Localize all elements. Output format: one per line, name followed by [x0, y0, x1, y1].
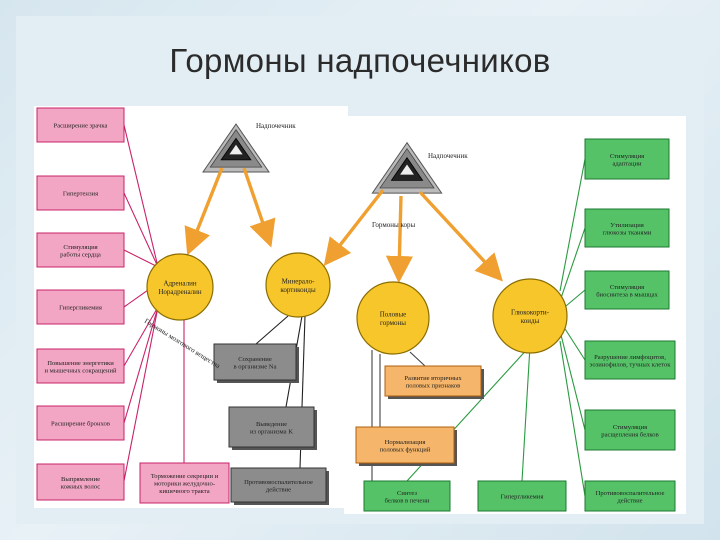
connector-line [559, 330, 586, 431]
box-label: Расширение зрачка [54, 123, 108, 130]
pink-box: Расширение зрачка [36, 107, 125, 143]
arrow [184, 167, 224, 256]
adrenal-gland-right-illustration [371, 141, 443, 194]
connector-line [521, 345, 531, 482]
green-box: Разрушение лимфоцитов,эозинофилов, тучны… [584, 340, 676, 380]
adrenal-gland-left-illustration [202, 123, 270, 173]
medulla-hormones-label: Гормоны мозгового вещества [143, 317, 222, 371]
connector-line [123, 192, 159, 268]
connector-line [123, 249, 159, 268]
connector-line [559, 227, 586, 302]
arrow [323, 188, 385, 267]
box-label: Расширение бронхов [51, 421, 110, 428]
box-label: Разрушение лимфоцитов,эозинофилов, тучны… [590, 354, 672, 369]
gland-label-right: Надпочечник [428, 152, 468, 160]
connector-line [123, 124, 159, 268]
glucocorticoids-circle: Глюкокорти-коиды [492, 278, 568, 354]
green-box: Гипергликемия [477, 480, 567, 512]
circle-label: Глюкокорти-коиды [511, 308, 550, 325]
box-label: Гипергликемия [501, 494, 544, 501]
pink-box: Расширение бронхов [36, 405, 125, 441]
arrow [418, 190, 503, 282]
arrow [385, 195, 414, 284]
pink-box: Гипергликемия [36, 289, 125, 325]
box-label: Гипертензия [63, 191, 98, 198]
connector-line [559, 340, 586, 497]
arrow [242, 167, 276, 248]
pink-box: Гипертензия [36, 175, 125, 211]
circle-label: Минерало-кортикоиды [280, 277, 316, 294]
connector-line [123, 306, 159, 367]
slide-title: Гормоны надпочечников [169, 42, 551, 79]
box-label: Гипергликемия [59, 305, 102, 312]
gland-label-left: Надпочечник [256, 122, 296, 130]
connector-line [559, 158, 586, 292]
mineralocorticoids-circle: Минерало-кортикоиды [265, 252, 331, 318]
cortex-hormones-label: Гормоны коры [372, 221, 416, 229]
connector-line [123, 306, 159, 482]
connector-line [123, 306, 159, 424]
connector-line [409, 351, 426, 367]
connector-line [255, 315, 289, 345]
